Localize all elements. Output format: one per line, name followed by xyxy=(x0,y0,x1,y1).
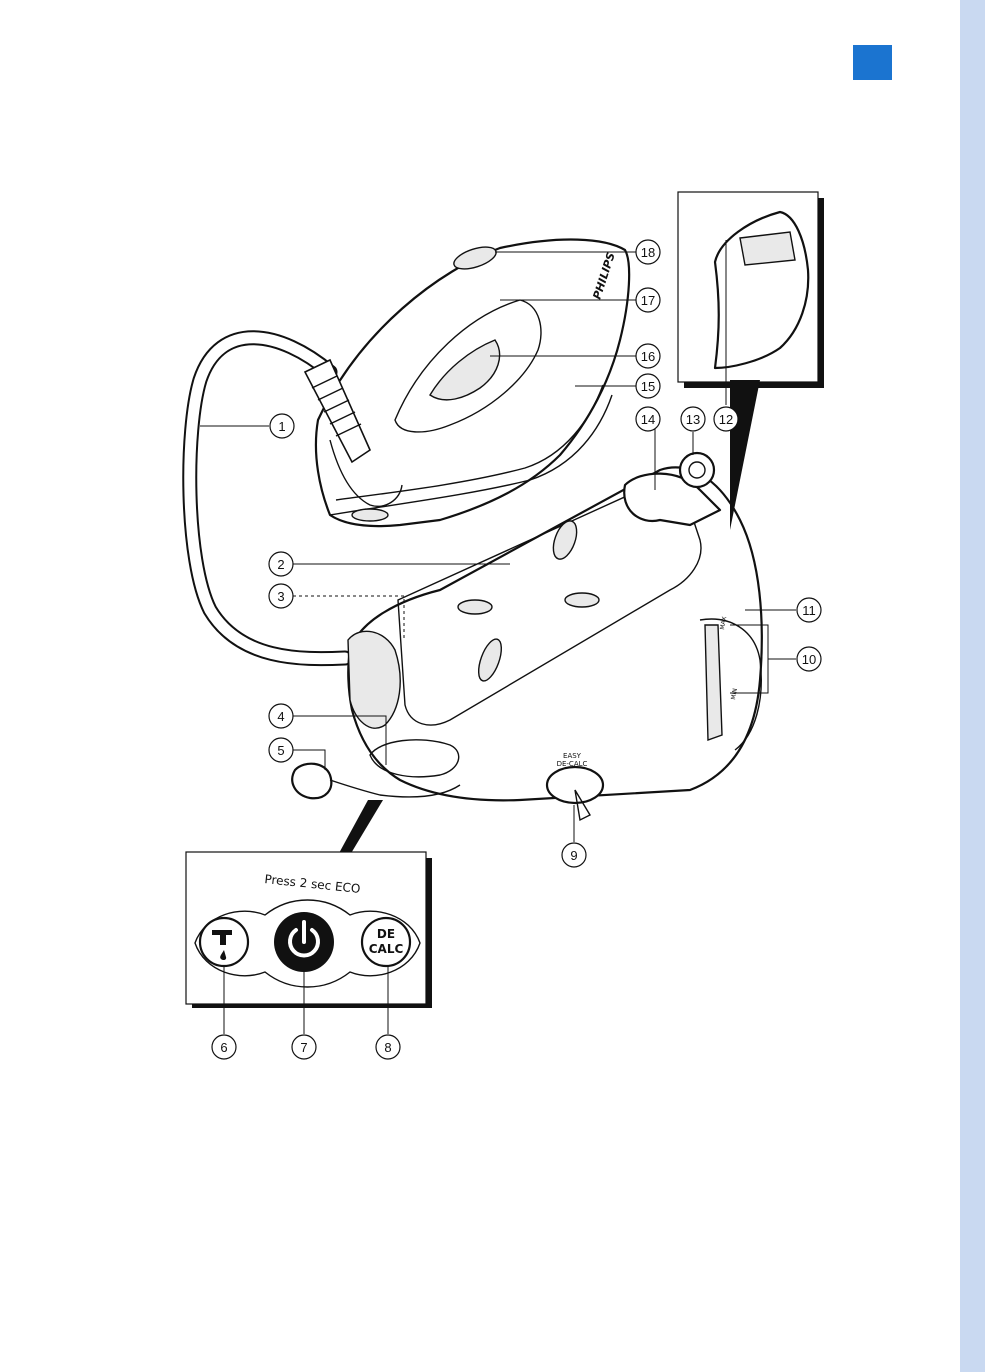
callout-2: 2 xyxy=(269,552,293,576)
callout-16: 16 xyxy=(636,344,660,368)
control-panel-inset: Press 2 sec ECO DE CALC xyxy=(186,800,432,1008)
callout-14: 14 xyxy=(636,407,660,431)
callout-17: 17 xyxy=(636,288,660,312)
svg-text:11: 11 xyxy=(802,603,816,618)
svg-text:15: 15 xyxy=(641,379,655,394)
callout-10: 10 xyxy=(797,647,821,671)
side-color-strip xyxy=(960,0,985,1372)
svg-text:10: 10 xyxy=(802,652,816,667)
callout-4: 4 xyxy=(269,704,293,728)
callout-3: 3 xyxy=(269,584,293,608)
svg-text:17: 17 xyxy=(641,293,655,308)
callout-7: 7 xyxy=(292,1035,316,1059)
svg-text:14: 14 xyxy=(641,412,655,427)
callout-12: 12 xyxy=(714,407,738,431)
decalc-button-line2: CALC xyxy=(369,942,404,956)
svg-text:18: 18 xyxy=(641,245,655,260)
callout-6: 6 xyxy=(212,1035,236,1059)
callout-18: 18 xyxy=(636,240,660,264)
svg-text:3: 3 xyxy=(277,589,284,604)
callout-13: 13 xyxy=(681,407,705,431)
callout-5: 5 xyxy=(269,738,293,762)
svg-text:8: 8 xyxy=(384,1040,391,1055)
svg-text:1: 1 xyxy=(278,419,285,434)
decalc-knob-label: DE-CALC xyxy=(557,760,588,768)
steam-generator-diagram: PHILIPS MAX MIN EASY DE- xyxy=(0,0,960,1372)
callout-11: 11 xyxy=(797,598,821,622)
svg-text:7: 7 xyxy=(300,1040,307,1055)
callout-9: 9 xyxy=(562,843,586,867)
callout-15: 15 xyxy=(636,374,660,398)
decalc-button-line1: DE xyxy=(377,927,395,941)
callout-8: 8 xyxy=(376,1035,400,1059)
callout-1: 1 xyxy=(270,414,294,438)
easy-label: EASY xyxy=(563,752,582,760)
svg-text:5: 5 xyxy=(277,743,284,758)
svg-text:2: 2 xyxy=(277,557,284,572)
svg-text:13: 13 xyxy=(686,412,700,427)
svg-text:12: 12 xyxy=(719,412,733,427)
svg-text:16: 16 xyxy=(641,349,655,364)
iron: PHILIPS xyxy=(316,240,629,527)
svg-text:4: 4 xyxy=(277,709,284,724)
svg-text:9: 9 xyxy=(570,848,577,863)
svg-text:6: 6 xyxy=(220,1040,227,1055)
